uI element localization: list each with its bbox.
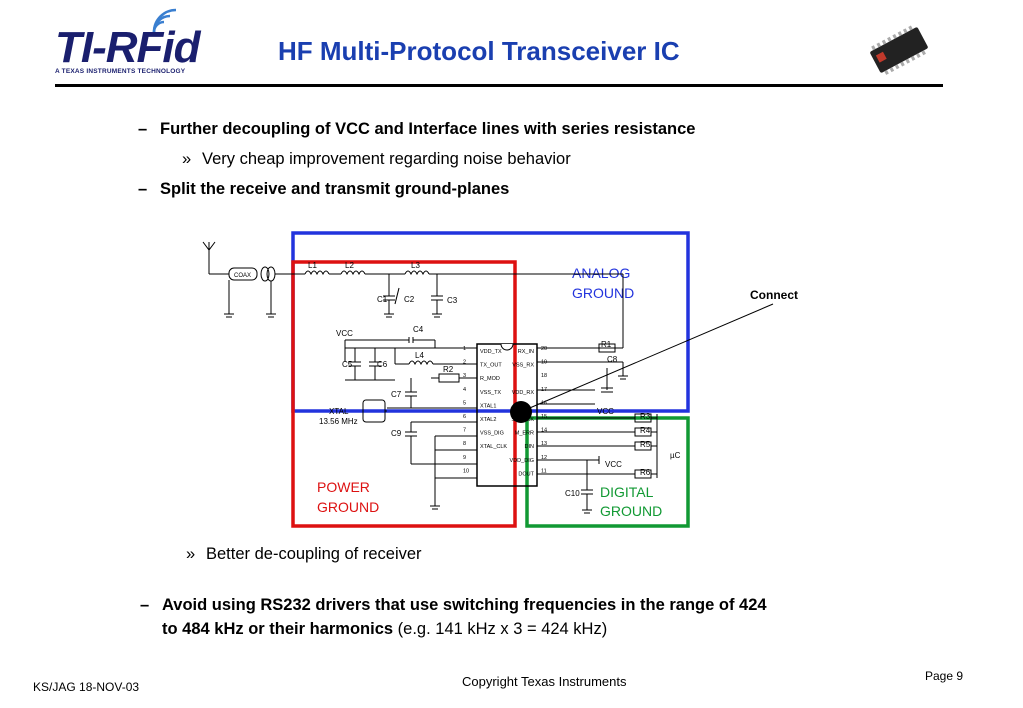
ic-pin-number: 5 — [463, 400, 466, 406]
ic-pin-name: XTAL1 — [480, 403, 496, 409]
page-title: HF Multi-Protocol Transceiver IC — [278, 36, 680, 66]
ic-pin-name: R_MOD — [480, 376, 500, 382]
ic-pin-name: VSS_TX — [480, 390, 501, 396]
ic-pin-number: 13 — [541, 441, 547, 447]
ic-pin-number: 16 — [541, 400, 547, 406]
ti-rfid-logo: TI-RFid — [55, 23, 201, 72]
ic-pin-name: XTAL2 — [480, 417, 496, 423]
footer-date: KS/JAG 18-NOV-03 — [33, 680, 140, 694]
label-r2: R2 — [443, 365, 454, 374]
ic-pin-number: 20 — [541, 346, 547, 352]
ic-pin-number: 11 — [541, 468, 547, 474]
ic-pin-number: 15 — [541, 414, 547, 420]
label-c7: C7 — [391, 390, 402, 399]
label-c10: C10 — [565, 489, 580, 498]
ic-pin-number: 2 — [463, 360, 466, 366]
rf-waves-icon — [152, 8, 177, 33]
label-c9: C9 — [391, 429, 402, 438]
footer-copyright: Copyright Texas Instruments — [462, 674, 627, 689]
ic-pin-name: TX_OUT — [480, 363, 502, 369]
logo-subtext: A TEXAS INSTRUMENTS TECHNOLOGY — [55, 68, 186, 75]
connect-label: Connect — [750, 288, 798, 302]
label-r6: R6 — [640, 468, 651, 477]
power-ground-box — [291, 260, 517, 528]
ic-pin-name: XTAL_CLK — [480, 444, 507, 450]
ic-pin-name: VDD_RX — [512, 390, 535, 396]
ic-pin-number: 7 — [463, 428, 466, 434]
label-xtal: XTAL — [329, 407, 349, 416]
bullet-2-sub: »Better de-coupling of receiver — [186, 545, 422, 563]
schematic-diagram: ANALOG GROUND POWER GROUND DIGITAL GROUN… — [202, 231, 798, 528]
label-c1: C1 — [377, 295, 388, 304]
digital-label-2: GROUND — [600, 503, 662, 519]
digital-label-1: DIGITAL — [600, 484, 654, 500]
ic-pin-name: VSS_DIG — [480, 431, 504, 437]
label-r1: R1 — [601, 340, 612, 349]
ic-pin-number: 14 — [541, 428, 547, 434]
label-c6: C6 — [377, 360, 388, 369]
ic-pin-number: 8 — [463, 441, 466, 447]
label-vcc: VCC — [336, 329, 353, 338]
ic-pin-number: 3 — [463, 373, 466, 379]
label-vcc-2: VCC — [597, 407, 614, 416]
ic-pin-name: RX_IN — [518, 349, 534, 355]
ic-pin-number: 4 — [463, 387, 466, 393]
ic-pin-name: DOUT — [518, 471, 534, 477]
label-uc: µC — [670, 451, 681, 460]
analog-ground-box — [291, 231, 690, 413]
label-l2: L2 — [345, 261, 354, 270]
label-r3: R3 — [640, 412, 651, 421]
label-l3: L3 — [411, 261, 420, 270]
header-rule — [55, 84, 943, 87]
label-c3: C3 — [447, 296, 458, 305]
label-l1: L1 — [308, 261, 317, 270]
ic-pin-name: SCLOCK — [511, 417, 534, 423]
power-label-1: POWER — [317, 479, 370, 495]
connect-pointer — [524, 303, 774, 411]
ic-pin-number: 10 — [463, 468, 469, 474]
power-label-2: GROUND — [317, 499, 379, 515]
bullet-1: –Further decoupling of VCC and Interface… — [138, 120, 696, 138]
footer-page: Page 9 — [925, 669, 964, 683]
label-vcc-3: VCC — [605, 460, 622, 469]
ic-pin-name: VSS_RX — [512, 363, 534, 369]
ic-chip-icon — [870, 25, 928, 75]
ic-pin-name: DIN — [525, 444, 535, 450]
ic-pin-name: VDD_DIG — [510, 458, 534, 464]
connect-point — [510, 401, 532, 423]
label-r5: R5 — [640, 440, 651, 449]
ic-pin-name: M_ERR — [515, 431, 534, 437]
ic-pin-number: 19 — [541, 360, 547, 366]
label-c8: C8 — [607, 355, 618, 364]
label-coax: COAX — [234, 273, 251, 279]
label-r4: R4 — [640, 426, 651, 435]
label-c4: C4 — [413, 325, 424, 334]
ic-pin-name: VDD_TX — [480, 349, 502, 355]
ic-pin-number: 1 — [463, 346, 466, 352]
ic-pin-number: 12 — [541, 455, 547, 461]
ic-pin-number: 9 — [463, 455, 466, 461]
ic-pin-number: 18 — [541, 373, 547, 379]
bullet-3: –Avoid using RS232 drivers that use swit… — [140, 596, 767, 638]
bullet-2: –Split the receive and transmit ground-p… — [138, 180, 510, 198]
ic-pin-number: 6 — [463, 414, 466, 420]
label-c5: C5 — [342, 360, 353, 369]
label-c2: C2 — [404, 295, 415, 304]
label-l4: L4 — [415, 351, 424, 360]
analog-label-2: GROUND — [572, 285, 634, 301]
analog-label-1: ANALOG — [572, 265, 630, 281]
label-xtal-freq: 13.56 MHz — [319, 417, 358, 426]
ic-pin-number: 17 — [541, 387, 547, 393]
bullet-1-sub: »Very cheap improvement regarding noise … — [182, 150, 571, 168]
